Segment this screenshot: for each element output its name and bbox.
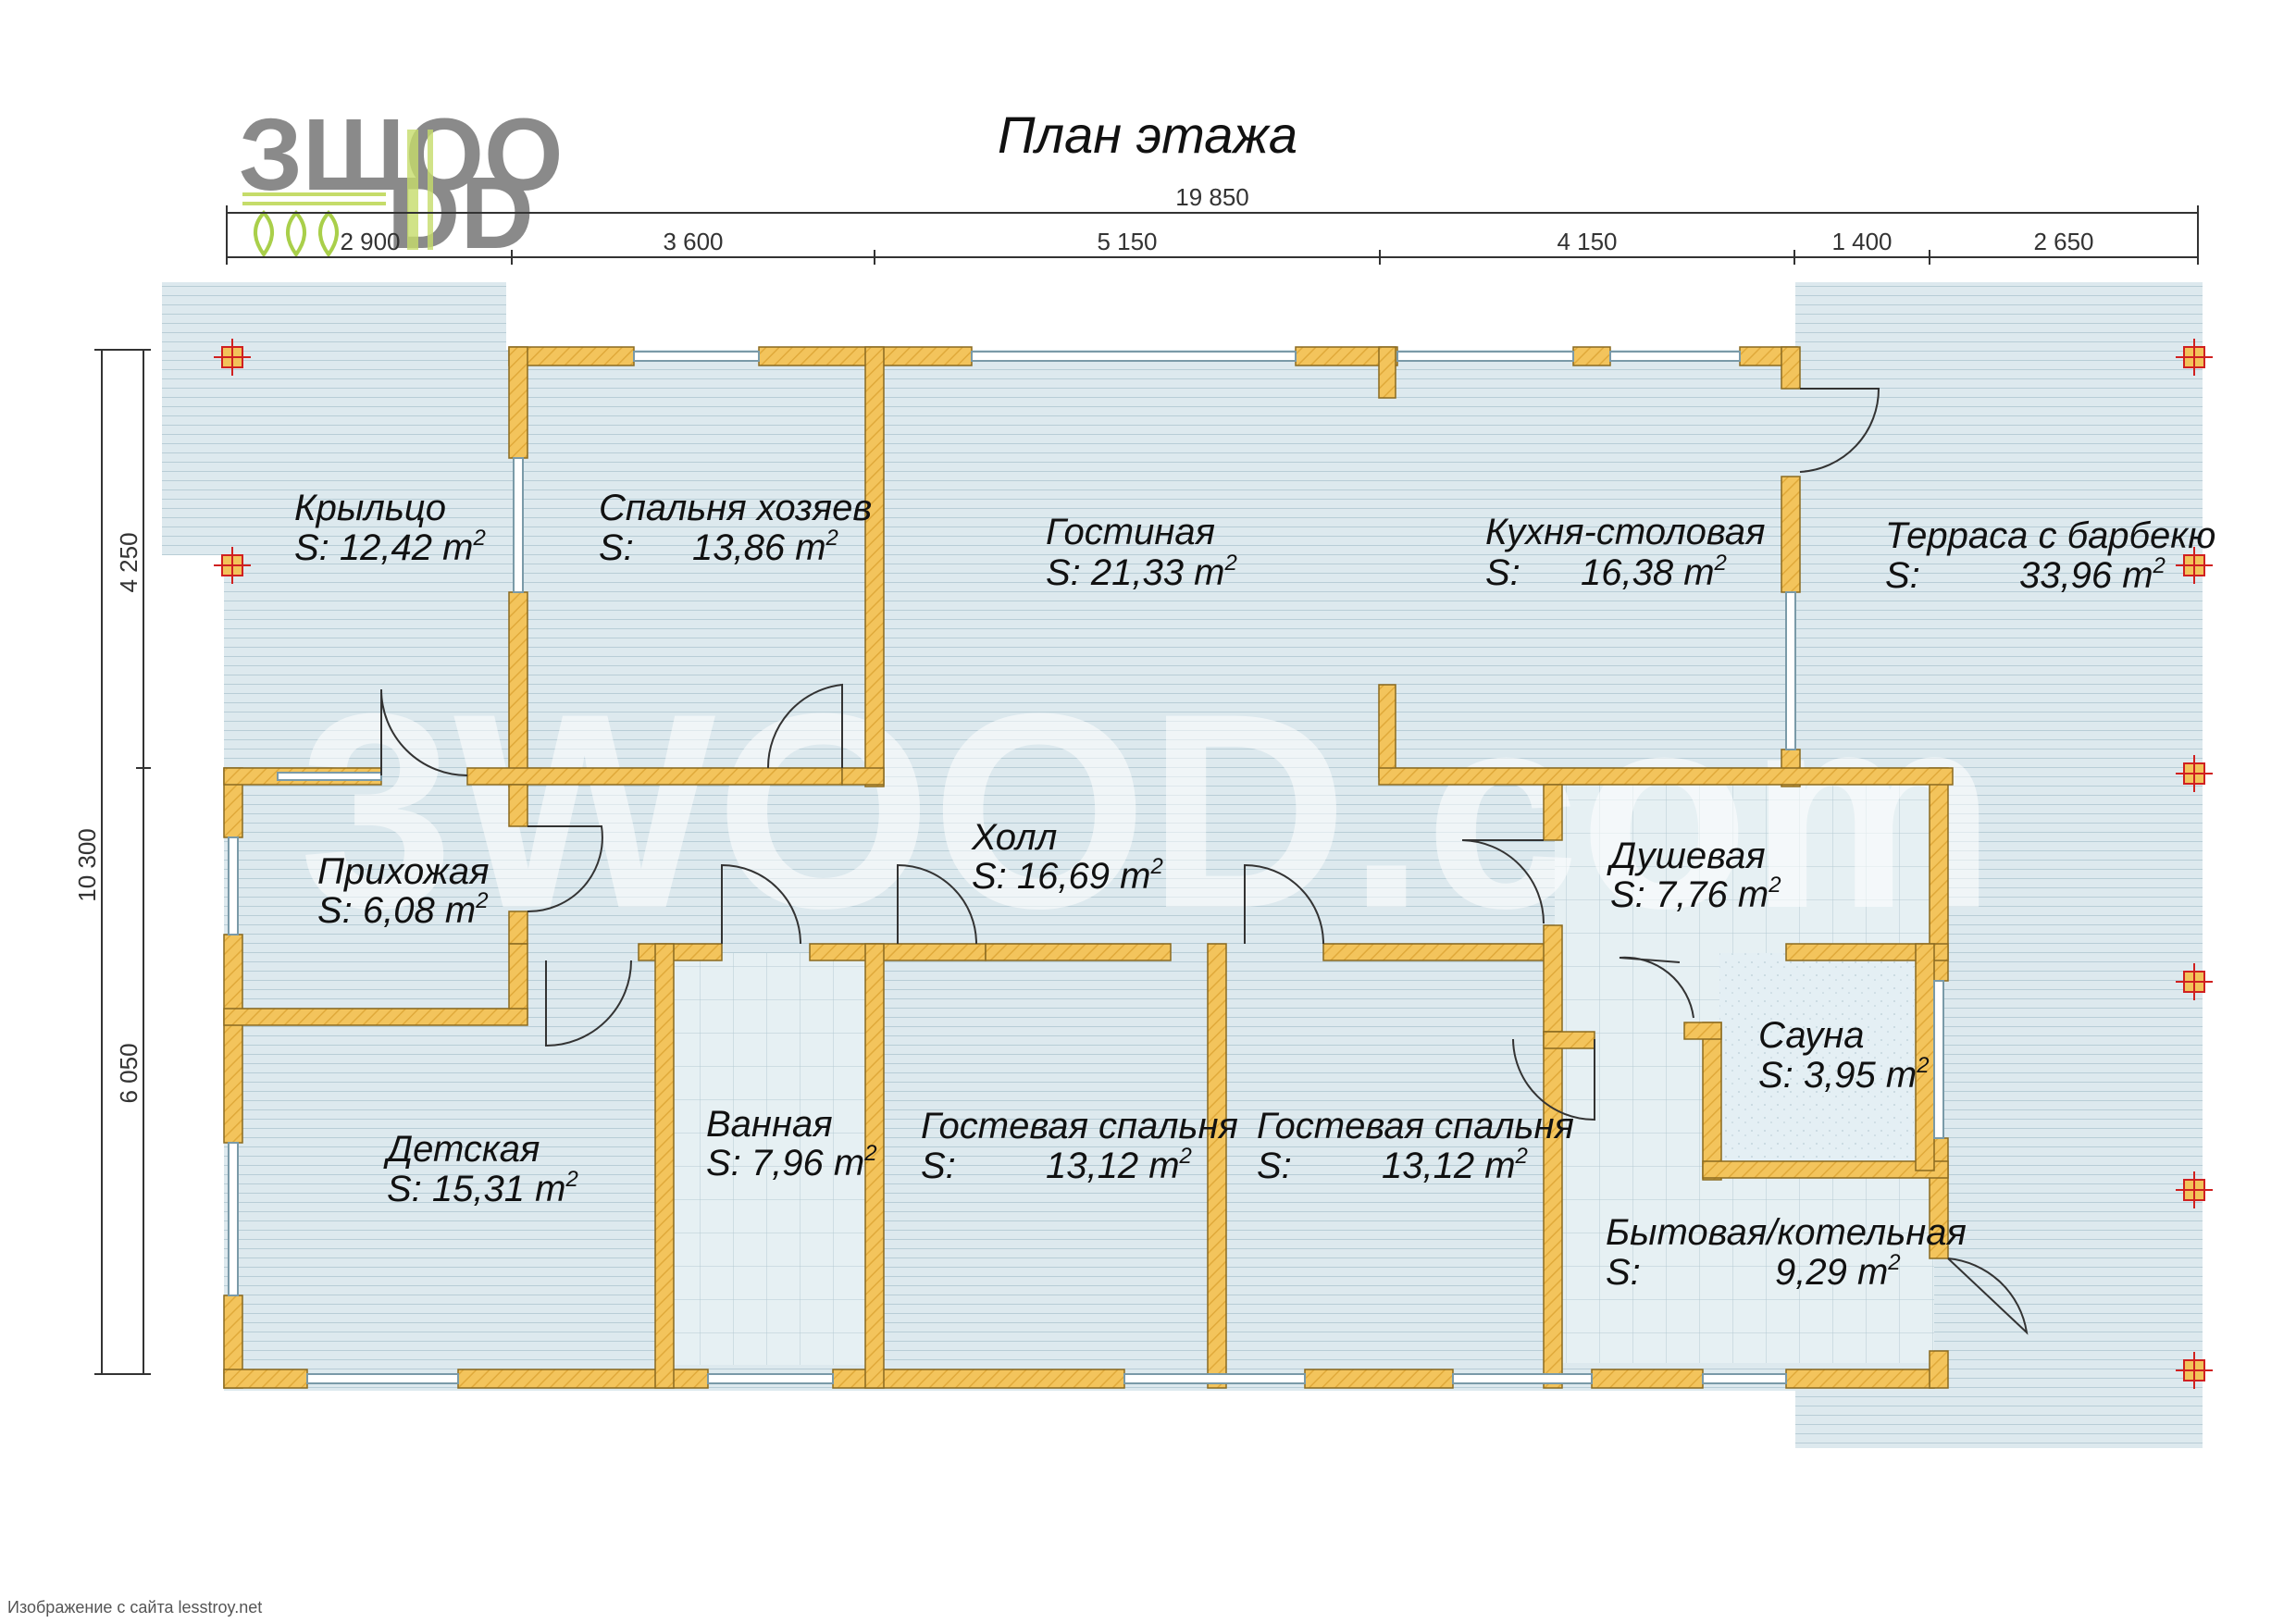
room-guest2-name: Гостевая спальня [1257, 1106, 1574, 1146]
room-master-area: 13,86 m2 [692, 526, 838, 568]
room-guest2-area: 13,12 m2 [1382, 1144, 1528, 1186]
room-bath-area: S: 7,96 m2 [706, 1141, 877, 1183]
dimension-lines [94, 205, 2199, 1375]
windows [228, 351, 1944, 1384]
room-shower-name: Душевая [1607, 836, 1766, 876]
room-guest1-area: 13,12 m2 [1046, 1144, 1192, 1186]
room-terrace-s: S: [1885, 555, 1920, 596]
room-labels: Крыльцо S: 12,42 m2 Спальня хозяев S: 13… [294, 488, 2215, 1293]
dim-seg-1: 2 900 [340, 228, 400, 255]
room-guest1-s: S: [921, 1146, 956, 1186]
room-living-area: S: 21,33 m2 [1046, 551, 1237, 593]
room-kitchen-name: Кухня-столовая [1485, 512, 1765, 552]
door-shower [1461, 839, 1545, 924]
door-porch-entry [380, 688, 468, 776]
room-porch-name: Крыльцо [294, 488, 446, 528]
house-floor [224, 350, 1797, 1391]
room-porch-area: S: 12,42 m2 [294, 526, 486, 568]
room-utility-name: Бытовая/котельная [1606, 1212, 1967, 1253]
room-guest2-s: S: [1257, 1146, 1292, 1186]
door-utility-exit [1947, 1258, 2029, 1335]
door-master [766, 683, 843, 769]
door-utility [1512, 1038, 1595, 1121]
dim-seg-4: 4 150 [1557, 228, 1617, 255]
company-logo: ЗШОО DD [239, 98, 564, 270]
door-bath [721, 863, 801, 945]
room-living-name: Гостиная [1046, 512, 1215, 552]
room-master-s: S: [599, 527, 634, 568]
doors [380, 388, 2029, 1335]
dim-total-width: 19 850 [1175, 183, 1249, 211]
room-utility-area: 9,29 m2 [1775, 1250, 1901, 1293]
door-kids [545, 960, 632, 1047]
room-guest1-name: Гостевая спальня [921, 1106, 1238, 1146]
watermark: 3WOOD.com [299, 655, 1996, 966]
room-entry-name: Прихожая [317, 851, 490, 892]
room-hall-area: S: 16,69 m2 [972, 854, 1163, 897]
dim-height-1: 4 250 [115, 532, 143, 592]
plan-title: План этажа [998, 105, 1297, 164]
door-kitchen-terrace [1799, 388, 1880, 473]
dim-seg-3: 5 150 [1097, 228, 1157, 255]
room-sauna-name: Сауна [1758, 1015, 1865, 1056]
sauna-floor [1719, 953, 1914, 1161]
terrace-columns [214, 339, 2213, 1389]
room-master-name: Спальня хозяев [599, 488, 872, 528]
room-hall-name: Холл [971, 817, 1057, 858]
dim-height-2: 6 050 [115, 1043, 143, 1103]
room-kids-area: S: 15,31 m2 [387, 1167, 578, 1209]
door-sauna [1619, 956, 1694, 1019]
image-credit: Изображение с сайта lesstroy.net [7, 1598, 263, 1617]
leaf-icon [254, 210, 339, 258]
room-terrace-area: 33,96 m2 [2019, 553, 2166, 596]
room-kitchen-area: 16,38 m2 [1581, 551, 1727, 593]
room-kitchen-s: S: [1485, 552, 1520, 593]
room-terrace-name: Терраса с барбекю [1885, 515, 2215, 556]
bath-tiles [671, 953, 865, 1365]
door-guest1 [897, 863, 977, 945]
door-guest2 [1244, 863, 1324, 945]
room-bath-name: Ванная [706, 1104, 833, 1145]
dim-seg-6: 2 650 [2033, 228, 2093, 255]
dim-total-height: 10 300 [73, 828, 101, 902]
room-entry-area: S: 6,08 m2 [317, 888, 489, 931]
room-shower-area: S: 7,76 m2 [1610, 873, 1781, 915]
dim-seg-2: 3 600 [663, 228, 723, 255]
room-utility-s: S: [1606, 1252, 1641, 1293]
door-entry [527, 825, 603, 913]
room-kids-name: Детская [383, 1129, 540, 1170]
floors [162, 282, 2203, 1448]
walls [223, 346, 1954, 1389]
dim-seg-5: 1 400 [1831, 228, 1892, 255]
room-sauna-area: S: 3,95 m2 [1758, 1053, 1930, 1096]
